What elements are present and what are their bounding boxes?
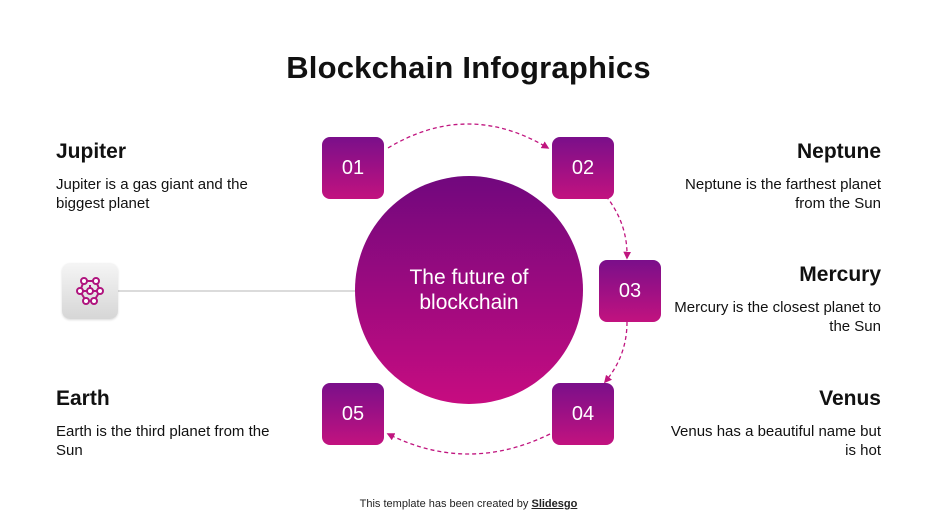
- footer-credit: This template has been created by Slides…: [0, 498, 937, 510]
- jupiter-title: Jupiter: [56, 140, 127, 163]
- earth-text: Earth is the third planet from the Sun: [56, 423, 270, 459]
- arrow-02-03: [605, 195, 632, 260]
- mercury-title: Mercury: [799, 263, 881, 286]
- badge-02: 02: [552, 137, 614, 199]
- mercury-text: Mercury is the closest planet to the Sun: [674, 299, 881, 335]
- neptune-title: Neptune: [797, 140, 881, 163]
- badge-04: 04: [552, 383, 614, 445]
- arrow-04-05: [386, 433, 551, 455]
- blockchain-network-icon: [62, 263, 118, 319]
- footer-brand-link[interactable]: Slidesgo: [531, 498, 578, 510]
- jupiter-text: Jupiter is a gas giant and the biggest p…: [56, 176, 248, 212]
- page-title: Blockchain Infographics: [286, 50, 651, 85]
- badge-05: 05: [322, 383, 384, 445]
- earth-title: Earth: [56, 387, 110, 410]
- arrow-01-02: [387, 123, 550, 149]
- venus-title: Venus: [819, 387, 881, 410]
- badge-03: 03: [599, 260, 661, 322]
- center-label: The future of blockchain: [409, 266, 529, 314]
- arrow-03-04: [603, 321, 628, 384]
- center-circle: The future of blockchain: [355, 176, 583, 404]
- blockchain-network-icon-glyph: [76, 277, 104, 305]
- neptune-text: Neptune is the farthest planet from the …: [685, 176, 881, 212]
- venus-text: Venus has a beautiful name but is hot: [670, 423, 881, 459]
- badge-01: 01: [322, 137, 384, 199]
- footer-prefix: This template has been created by: [359, 498, 529, 510]
